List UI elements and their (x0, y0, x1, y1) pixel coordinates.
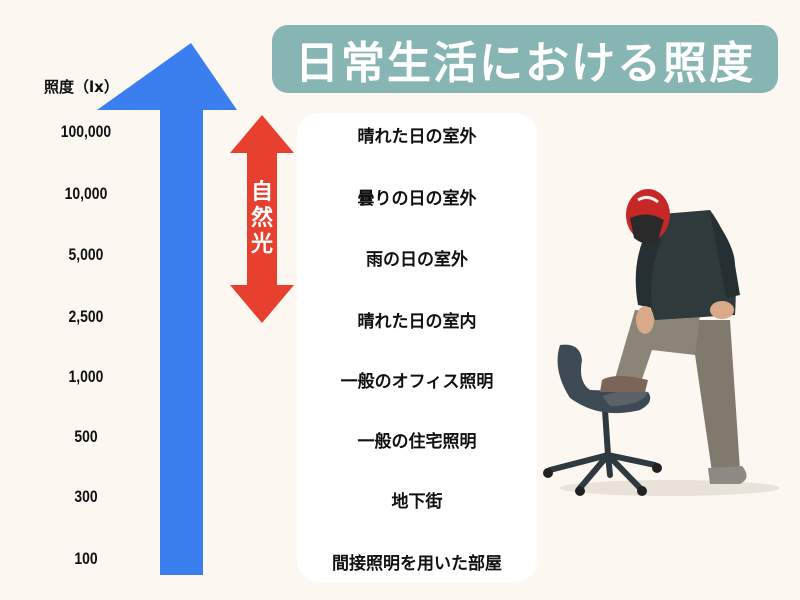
axis-label: 照度（lx） (44, 78, 119, 96)
person-icon (600, 189, 747, 484)
tick-label: 5,000 (68, 245, 104, 264)
list-item: 晴れた日の室外 (357, 127, 477, 147)
person-with-chair-photo (543, 189, 780, 496)
tick-label: 100 (74, 549, 98, 568)
natural-light-range-arrow-icon (230, 115, 294, 323)
label-char: 然 (250, 206, 273, 231)
list-item: 曇りの日の室外 (357, 189, 477, 209)
tick-label: 2,500 (68, 307, 104, 326)
illuminance-gradient-arrow-icon (97, 43, 237, 575)
label-char: 自 (250, 180, 273, 205)
tick-label: 300 (74, 487, 98, 506)
tick-label: 100,000 (60, 122, 112, 141)
page-title: 日常生活における照度 (272, 25, 778, 93)
label-char: 光 (250, 232, 273, 257)
environment-list-panel (297, 113, 537, 582)
list-item: 一般の住宅照明 (357, 432, 477, 452)
tick-label: 500 (74, 427, 98, 446)
tick-label: 1,000 (68, 367, 104, 386)
list-item: 雨の日の室外 (366, 250, 468, 270)
tick-label: 10,000 (64, 184, 108, 203)
list-item: 間接照明を用いた部屋 (332, 554, 502, 574)
list-item: 一般のオフィス照明 (340, 372, 494, 392)
list-item: 晴れた日の室内 (357, 312, 477, 332)
office-chair-icon (543, 344, 662, 496)
helmet-icon (626, 189, 670, 244)
list-item: 地下街 (391, 492, 443, 512)
natural-light-label: 自 然 光 (246, 180, 278, 258)
